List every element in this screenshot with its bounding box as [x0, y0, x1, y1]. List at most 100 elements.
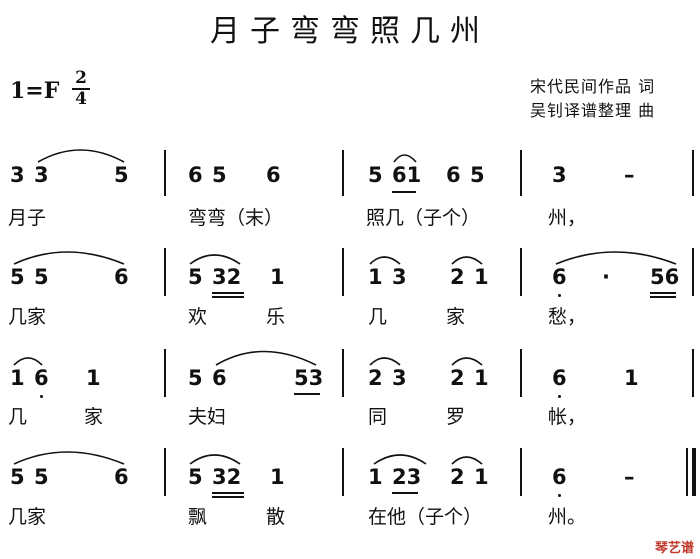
- note: 1: [86, 366, 101, 390]
- note: 5: [368, 163, 383, 187]
- note: 61: [392, 163, 422, 187]
- lyric: 在他（子个）: [368, 506, 483, 528]
- lyric: 愁，: [548, 306, 587, 328]
- note: 6: [114, 465, 129, 489]
- bar-line: [342, 349, 344, 397]
- note: 1: [624, 366, 639, 390]
- note: 5: [10, 465, 25, 489]
- low-octave-dot: [558, 294, 561, 297]
- note: 32: [212, 265, 242, 289]
- note: 2: [368, 366, 383, 390]
- slur: [13, 451, 125, 465]
- beam-underline: [212, 496, 244, 498]
- key-signature: 1=F: [10, 78, 60, 104]
- bar-line: [520, 150, 522, 196]
- note: 5: [10, 265, 25, 289]
- note: 6: [212, 366, 227, 390]
- bar-line: [692, 150, 694, 196]
- note: 6: [188, 163, 203, 187]
- lyric: 弯弯（末）: [188, 207, 284, 229]
- lyric: 乐: [266, 306, 286, 328]
- time-signature: 2 4: [70, 70, 92, 108]
- note: 3: [552, 163, 567, 187]
- note: 23: [392, 465, 422, 489]
- lyric: 家: [446, 306, 466, 328]
- composer-credit: 吴钊译谱整理 曲: [530, 101, 656, 120]
- final-bar-thin: [686, 448, 688, 496]
- time-signature-top: 2: [75, 68, 87, 88]
- bar-line: [520, 349, 522, 397]
- slur: [393, 154, 417, 163]
- beam-underline: [650, 296, 676, 298]
- beam-underline: [212, 296, 244, 298]
- song-title: 月子弯弯照几州: [210, 14, 490, 49]
- slur: [13, 251, 125, 265]
- note: 6: [446, 163, 461, 187]
- lyric: 欢: [188, 306, 208, 328]
- note: 5: [114, 163, 129, 187]
- note: 1: [270, 465, 285, 489]
- note: 53: [294, 366, 324, 390]
- bar-line: [164, 150, 166, 196]
- bar-line: [164, 248, 166, 296]
- bar-line: [692, 248, 694, 296]
- beam-underline: [212, 492, 244, 494]
- lyric: 照几（子个）: [366, 207, 481, 229]
- bar-line: [520, 448, 522, 496]
- low-octave-dot: [558, 395, 561, 398]
- note: 5: [188, 366, 203, 390]
- note: 1: [368, 265, 383, 289]
- slur: [189, 454, 241, 465]
- lyric: 夫妇: [188, 406, 227, 428]
- note: 2: [450, 465, 465, 489]
- note: 3: [392, 265, 407, 289]
- lyric: 飘: [188, 506, 208, 528]
- bar-line: [520, 248, 522, 296]
- slur: [451, 357, 483, 366]
- lyric: 同: [368, 406, 388, 428]
- slur: [451, 256, 483, 265]
- note: 6: [552, 465, 567, 489]
- note-dot: ·: [602, 265, 610, 289]
- slur: [37, 149, 125, 163]
- slur: [555, 251, 677, 265]
- note: 1: [270, 265, 285, 289]
- lyric: 散: [266, 506, 286, 528]
- bar-line: [164, 349, 166, 397]
- time-signature-bottom: 4: [75, 89, 87, 109]
- lyric: 几家: [8, 306, 47, 328]
- lyric: 家: [84, 406, 104, 428]
- note: 6: [266, 163, 281, 187]
- beam-underline: [392, 191, 416, 193]
- note: 1: [368, 465, 383, 489]
- note: 32: [212, 465, 242, 489]
- note: 56: [650, 265, 680, 289]
- slur: [13, 357, 43, 366]
- note: 1: [474, 366, 489, 390]
- note-dash: –: [624, 465, 635, 489]
- slur: [215, 350, 317, 366]
- final-bar-thick: [692, 448, 696, 496]
- slur: [369, 357, 401, 366]
- beam-underline: [650, 292, 676, 294]
- site-watermark: 琴艺谱: [654, 541, 694, 556]
- note: 6: [34, 366, 49, 390]
- bar-line: [342, 448, 344, 496]
- lyric: 月子: [8, 207, 47, 229]
- lyric: 帐，: [548, 406, 587, 428]
- lyric: 几家: [8, 506, 47, 528]
- note: 6: [552, 366, 567, 390]
- note: 3: [10, 163, 25, 187]
- note: 2: [450, 265, 465, 289]
- lyric: 罗: [446, 406, 466, 428]
- bar-line: [342, 150, 344, 196]
- note: 1: [474, 465, 489, 489]
- lyric: 几: [368, 306, 388, 328]
- note: 5: [188, 465, 203, 489]
- note: 1: [10, 366, 25, 390]
- slur: [451, 456, 483, 465]
- note: 5: [212, 163, 227, 187]
- beam-underline: [212, 292, 244, 294]
- note: 6: [114, 265, 129, 289]
